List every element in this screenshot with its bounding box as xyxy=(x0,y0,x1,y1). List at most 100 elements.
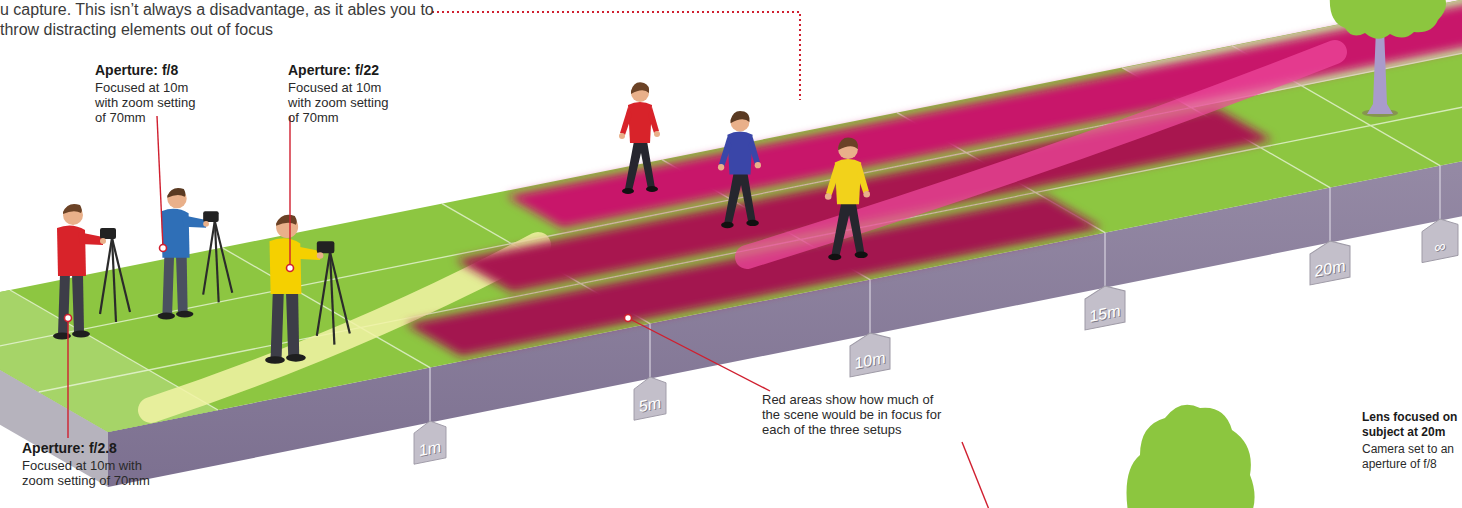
tripod-leg xyxy=(215,221,219,302)
platform-top-face xyxy=(0,0,1462,432)
shoe xyxy=(646,186,658,192)
inset-text: Camera set to an aperture of f/8 xyxy=(1362,442,1462,472)
hand xyxy=(203,221,209,227)
marker-fill xyxy=(634,374,666,420)
tree-trunk xyxy=(1367,28,1393,114)
division-line xyxy=(649,324,650,379)
tripod-leg xyxy=(330,252,334,344)
hand xyxy=(619,133,625,139)
hand xyxy=(317,252,324,259)
tripod-leg xyxy=(112,238,116,322)
lane-line xyxy=(39,52,1462,392)
distance-marker: 5m xyxy=(634,374,666,420)
distance-marker: 20m xyxy=(1310,237,1350,285)
hair xyxy=(276,215,297,226)
shoe xyxy=(721,222,734,228)
division-line xyxy=(1104,233,1105,288)
hand xyxy=(755,162,761,168)
arm xyxy=(748,137,760,164)
distance-marker: 10m xyxy=(850,329,890,377)
photographer xyxy=(265,215,350,364)
legs xyxy=(832,202,865,257)
leg xyxy=(176,256,188,312)
tripod-leg xyxy=(203,221,215,295)
hair xyxy=(838,137,858,150)
hair xyxy=(731,111,750,123)
shirt xyxy=(628,102,652,143)
arm xyxy=(719,137,732,166)
hair xyxy=(631,82,649,94)
tripod-leg xyxy=(317,252,330,336)
leader-dot xyxy=(65,315,72,322)
photographer xyxy=(158,188,233,319)
hand xyxy=(100,238,106,244)
shoe xyxy=(158,313,175,320)
callout-text: Focused at 10m with zoom setting of 70mm xyxy=(288,80,398,125)
callout-heading: Aperture: f/8 xyxy=(95,62,235,79)
arm xyxy=(826,165,839,196)
shoe xyxy=(176,311,193,318)
inset-heading: Lens focused on subject at 20m xyxy=(1362,410,1462,440)
leader-dot xyxy=(625,315,632,322)
hand xyxy=(825,193,832,200)
leader-line xyxy=(157,116,163,248)
arm xyxy=(648,107,659,133)
distance-marker: 1m xyxy=(414,418,446,464)
marker-fill xyxy=(1310,237,1350,285)
division-line xyxy=(869,280,870,335)
walking-person xyxy=(825,137,870,260)
shoe xyxy=(72,331,90,338)
leg xyxy=(271,292,284,358)
leg xyxy=(286,292,299,356)
focus-band xyxy=(507,0,1462,228)
leader-lines xyxy=(68,116,990,508)
tripod xyxy=(100,238,130,322)
focus-ribbon xyxy=(747,52,1335,257)
leader-dot xyxy=(287,265,294,272)
marker-fill xyxy=(850,329,890,377)
focus-bands xyxy=(406,0,1462,356)
leader-line xyxy=(67,318,68,438)
tripod xyxy=(203,221,232,302)
legs xyxy=(724,173,756,226)
arm xyxy=(78,232,103,245)
arm xyxy=(293,246,321,260)
tree-canopy xyxy=(1330,0,1446,39)
tree-canopy xyxy=(1127,405,1255,508)
callout-heading: Aperture: f/2.8 xyxy=(22,440,172,457)
hand xyxy=(654,131,660,137)
division-line xyxy=(1439,166,1440,221)
leader-dots xyxy=(65,245,632,322)
arm xyxy=(857,165,869,194)
distance-marker: 15m xyxy=(1085,282,1125,330)
shoe xyxy=(855,252,868,259)
walking-person xyxy=(718,111,761,228)
shoe xyxy=(286,354,306,362)
distance-marker: ∞ xyxy=(1422,215,1458,262)
shoe xyxy=(265,356,285,364)
leg xyxy=(162,256,174,314)
hair xyxy=(167,188,185,198)
shoe xyxy=(828,254,841,261)
camera xyxy=(100,228,116,239)
callout-text: Focused at 10m with zoom setting of 70mm xyxy=(95,80,205,125)
photographer xyxy=(53,204,130,340)
shoe xyxy=(746,220,759,226)
dotted-leader xyxy=(432,12,800,100)
marker-fill xyxy=(414,418,446,464)
note-text: Red areas show how much of the scene wou… xyxy=(762,392,942,437)
division-line xyxy=(429,368,430,423)
walking-person xyxy=(619,82,660,194)
hand xyxy=(863,191,870,198)
callout-text: Focused at 10m with zoom setting of 70mm xyxy=(22,458,162,488)
tripod xyxy=(317,252,350,344)
marker-fill xyxy=(1422,215,1458,262)
shoe xyxy=(622,188,634,194)
leader-line xyxy=(962,442,990,508)
shirt xyxy=(835,159,861,204)
arm xyxy=(620,107,632,135)
camera xyxy=(317,241,335,253)
intro-text: u capture. This isn’t always a disadvant… xyxy=(0,0,440,40)
